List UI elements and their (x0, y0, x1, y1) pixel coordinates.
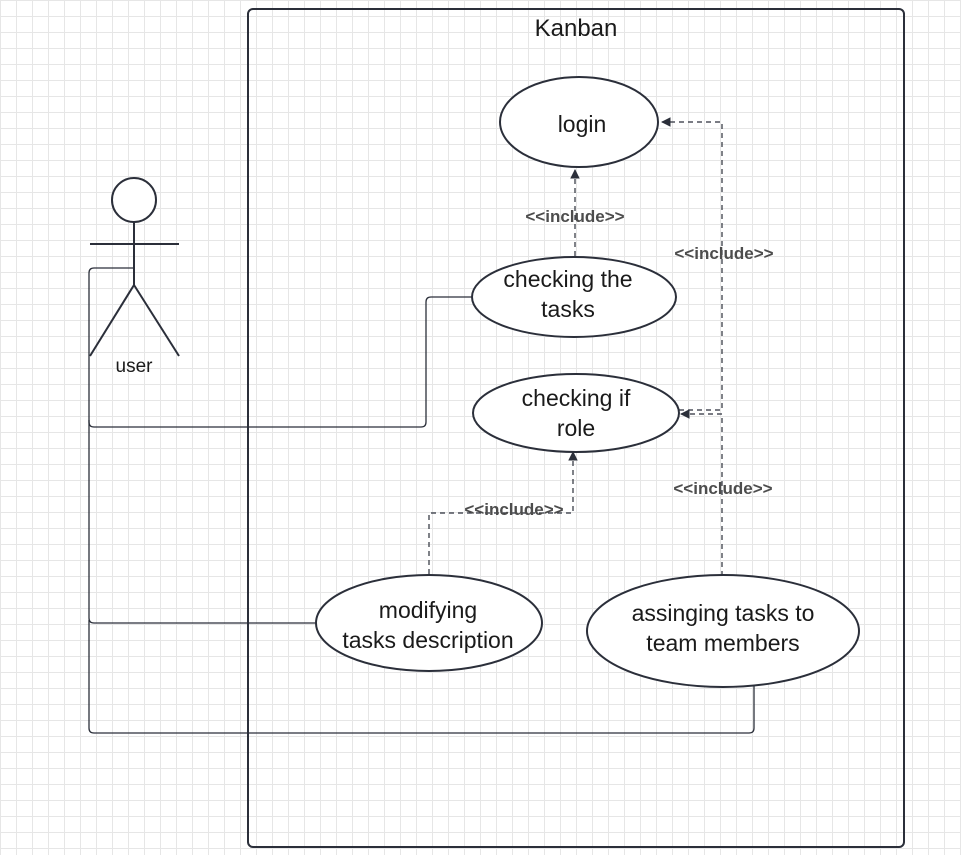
association-user-modifying[interactable] (88, 420, 316, 624)
use-case-checking-role-label: checking if role (521, 385, 631, 441)
actor-right-leg (133, 284, 180, 357)
include-label-2: <<include>> (674, 244, 774, 263)
use-case-checking-role[interactable] (472, 373, 680, 453)
use-case-login[interactable] (499, 76, 659, 168)
use-case-login-label: login (557, 111, 607, 137)
use-case-assigning-label: assinging tasks to team members (631, 600, 815, 656)
use-case-checking-tasks[interactable] (471, 256, 677, 338)
include-modifying-checking-role[interactable] (428, 451, 578, 574)
include-assigning-checking-role[interactable] (680, 409, 723, 576)
association-user-assigning[interactable] (88, 620, 755, 734)
system-boundary[interactable] (247, 8, 905, 848)
include-label-4: <<include>> (673, 479, 773, 498)
include-label-3: <<include>> (464, 500, 564, 519)
association-user-checking-tasks[interactable] (88, 267, 472, 428)
use-case-modifying[interactable] (315, 574, 543, 672)
use-case-assigning[interactable] (586, 574, 860, 688)
actor-user[interactable] (89, 177, 180, 357)
actor-left-leg (89, 284, 135, 357)
include-checking-role-login[interactable] (661, 117, 723, 411)
use-case-checking-tasks-label: checking the tasks (503, 266, 633, 322)
system-title: Kanban (534, 15, 618, 42)
include-label-1: <<include>> (525, 207, 625, 226)
actor-label: user (115, 356, 153, 377)
use-case-modifying-label: modifying tasks description (342, 597, 514, 653)
